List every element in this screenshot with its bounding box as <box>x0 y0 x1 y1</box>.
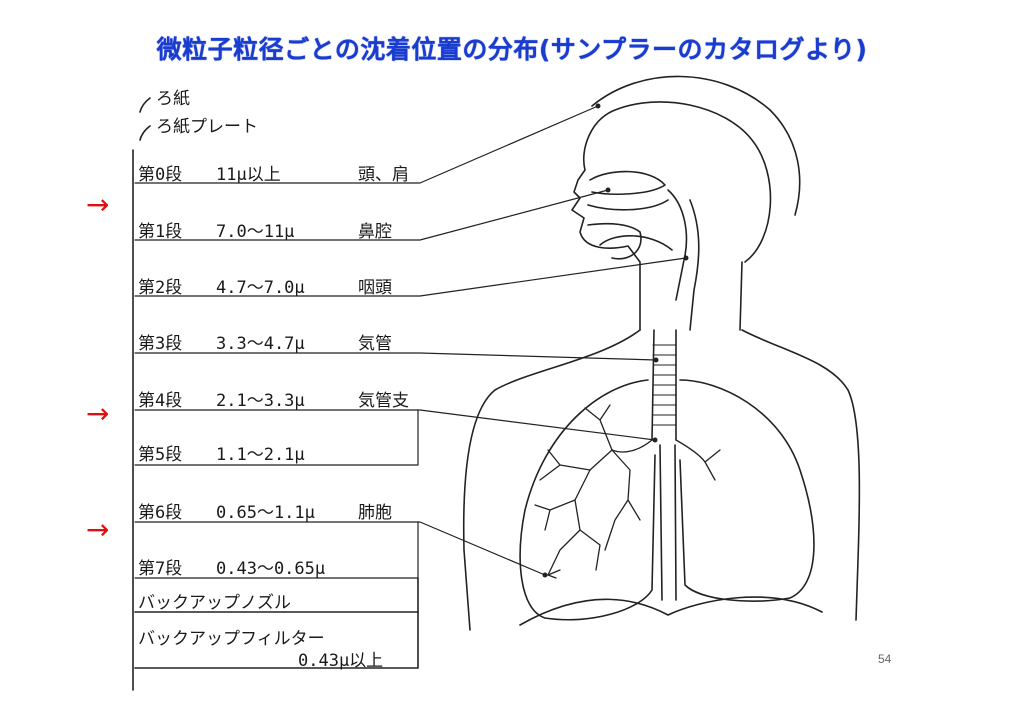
stage-7-range: 0.43〜0.65μ <box>216 559 326 579</box>
stage-3-range: 3.3〜4.7μ <box>216 334 305 354</box>
page-number: 54 <box>878 652 892 666</box>
nasal-floor <box>587 199 669 211</box>
torso-left <box>462 329 641 631</box>
bronchi-right <box>675 439 721 481</box>
stage-2-label: 第2段 <box>138 278 183 298</box>
stage-1-site: 鼻腔 <box>358 222 392 242</box>
neck-back <box>739 261 743 331</box>
head-outer-arc <box>591 75 801 216</box>
filter-paper-plate-label: ろ紙プレート <box>156 117 258 137</box>
stage-7-label: 第7段 <box>138 559 183 579</box>
stage-6-label: 第6段 <box>138 503 183 523</box>
stage-0-site: 頭、肩 <box>358 165 409 185</box>
arrow-stage-4-5: → <box>86 397 110 430</box>
stage-3-label: 第3段 <box>138 334 183 354</box>
right-lung <box>679 379 815 602</box>
nasal-cavity <box>589 170 666 195</box>
pharynx-front <box>667 189 688 301</box>
stage-3-site: 気管 <box>358 334 392 354</box>
arrow-stage-1: → <box>86 188 110 221</box>
head-outline <box>571 101 772 331</box>
filter-paper-label: ろ紙 <box>156 89 190 109</box>
stage-4-site: 気管支 <box>358 391 409 411</box>
slide-title: 微粒子粒径ごとの沈着位置の分布(サンプラーのカタログより) <box>156 35 868 64</box>
oral-cavity <box>587 222 642 260</box>
stage-5-label: 第5段 <box>138 445 183 465</box>
mediastinum <box>659 444 677 601</box>
bronchi-left <box>534 404 653 579</box>
torso-right <box>741 329 861 621</box>
stage-6-range: 0.65〜1.1μ <box>216 503 315 523</box>
stage-6-site: 肺胞 <box>358 503 392 523</box>
stage-4-range: 2.1〜3.3μ <box>216 391 305 411</box>
pharynx-back <box>689 199 700 331</box>
stage-0-label: 第0段 <box>138 165 183 185</box>
stage-1-label: 第1段 <box>138 222 183 242</box>
left-lung <box>519 379 656 621</box>
filter-paper-mark <box>139 97 151 113</box>
diaphragm <box>519 596 823 626</box>
stage-2-site: 咽頭 <box>358 278 392 298</box>
backup-filter-box <box>134 611 419 669</box>
stage-5-range: 1.1〜2.1μ <box>216 445 305 465</box>
backup-filter-label: バックアップフィルター <box>138 629 325 649</box>
stage-0-range: 11μ以上 <box>216 165 281 185</box>
backup-nozzle-label: バックアップノズル <box>138 593 291 613</box>
stage-2-range: 4.7〜7.0μ <box>216 278 305 298</box>
backup-filter-range: 0.43μ以上 <box>298 651 384 671</box>
tongue <box>599 235 673 251</box>
arrow-stage-6-7: → <box>86 513 110 546</box>
stage-1-range: 7.0〜11μ <box>216 222 295 242</box>
filter-plate-mark <box>139 125 151 141</box>
stage-4-label: 第4段 <box>138 391 183 411</box>
